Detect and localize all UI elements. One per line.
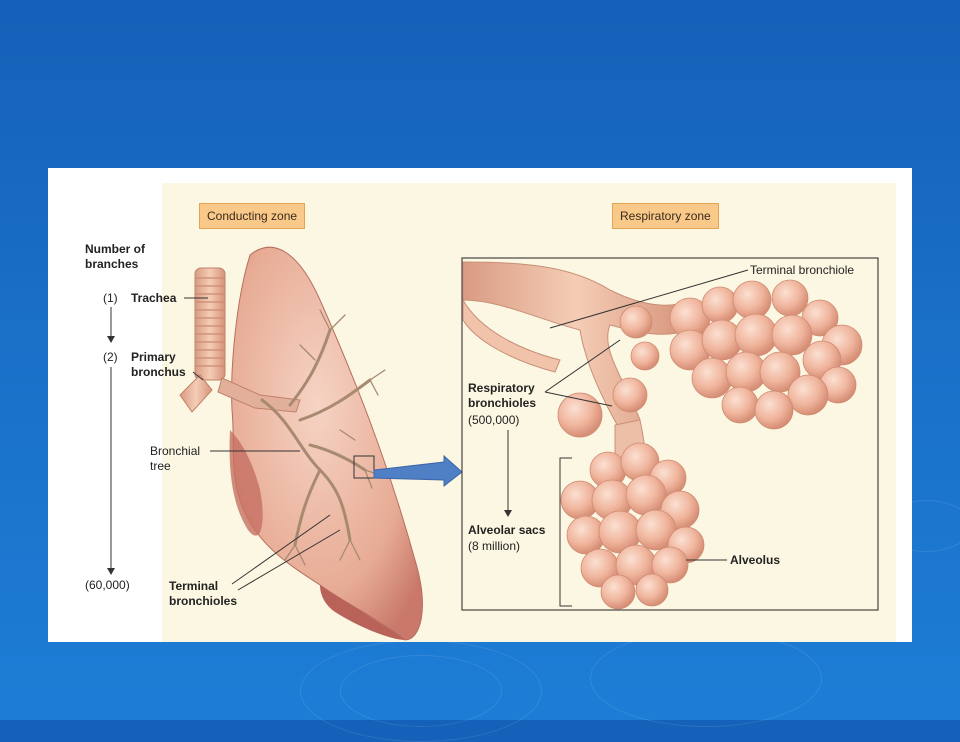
respiratory-bronchioles-label-line2: bronchioles <box>468 396 537 410</box>
primary-bronchus-right <box>217 377 301 413</box>
leader-lines <box>110 269 749 607</box>
alveolar-sacs-label: Alveolar sacs <box>468 523 546 537</box>
bronchial-tree-label: Bronchial tree <box>150 444 200 474</box>
branches-heading-line2: branches <box>85 257 139 271</box>
inset-frame <box>461 257 879 611</box>
respiratory-bronchioles-label-line1: Respiratory <box>468 381 535 395</box>
conducting-zone-label: Conducting zone <box>199 203 306 229</box>
lung-diagram <box>107 246 879 641</box>
terminal-bronchioles-label-line2: bronchioles <box>169 594 238 608</box>
branch-count-3: (60,000) <box>85 578 130 592</box>
branches-heading-line1: Number of <box>85 242 145 256</box>
terminal-bronchiole-label: Terminal bronchiole <box>750 263 855 277</box>
branch-count-2: (2) <box>103 350 118 364</box>
bronchial-tree-label-line1: Bronchial <box>150 444 201 458</box>
lung <box>231 246 423 641</box>
primary-bronchus-label: Primary bronchus <box>131 350 186 380</box>
arrowheads <box>107 336 512 575</box>
branch-count-1: (1) <box>103 291 118 305</box>
respiratory-zone-label: Respiratory zone <box>612 203 719 229</box>
alveolus-label: Alveolus <box>730 553 781 567</box>
primary-bronchus-label-line1: Primary <box>131 350 176 364</box>
respiratory-bronchioles-count: (500,000) <box>468 413 520 427</box>
alveolar-cluster-lower <box>560 442 705 610</box>
magnified-region-box <box>353 455 375 479</box>
alveolar-cluster-upper <box>557 279 863 438</box>
alveolar-sacs-count: (8 million) <box>468 539 521 553</box>
respiratory-bronchioles-label: Respiratory bronchioles <box>468 381 536 411</box>
primary-bronchus-label-line2: bronchus <box>131 365 186 379</box>
bronchial-tree-label-line2: tree <box>150 459 171 473</box>
terminal-bronchioles-label-line1: Terminal <box>169 579 219 593</box>
lung-base <box>320 585 405 640</box>
trachea-label: Trachea <box>131 291 177 305</box>
lung-lower-lobe <box>229 430 263 536</box>
primary-bronchus <box>179 374 213 413</box>
branches-heading: Number of branches <box>85 242 145 272</box>
inset-bronchioles <box>462 261 691 471</box>
trachea <box>194 267 226 381</box>
terminal-bronchioles-label: Terminal bronchioles <box>169 579 237 609</box>
magnify-arrow <box>373 454 463 488</box>
